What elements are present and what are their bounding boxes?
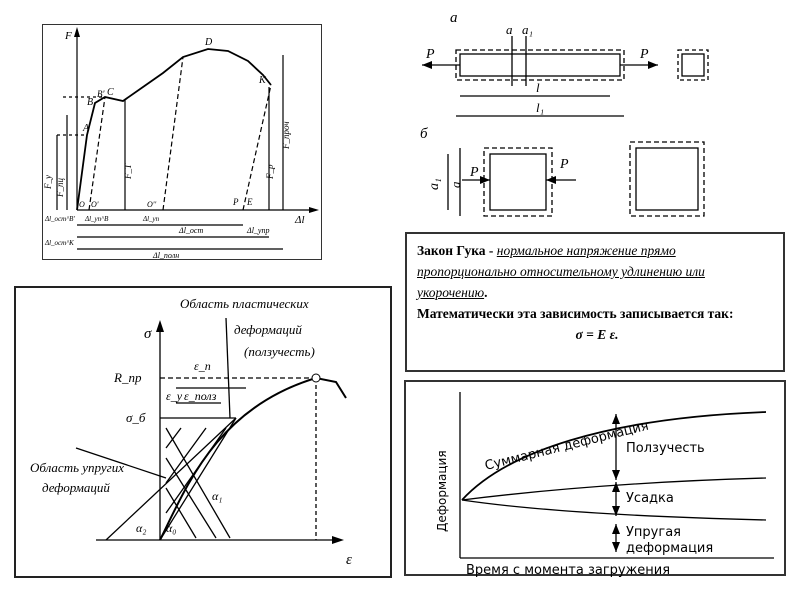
- hooke-law-text: Закон Гука - нормальное напряжение прямо…: [417, 240, 777, 345]
- dim-l1: l₁: [536, 100, 544, 115]
- label-dl-upr: Δl_упр: [246, 226, 269, 235]
- force-right-arrow-icon: [648, 61, 658, 69]
- label-fp: F_p: [265, 164, 275, 180]
- elastic-label-1: Упругая: [626, 525, 681, 540]
- label-dl-ost-k: Δl_ост^K: [44, 239, 74, 247]
- bar-deformation-diagram: а б P P a a₁ l l₁ a₁ a P P: [420, 10, 709, 217]
- label-dl-ost-b: Δl_ост^B': [44, 215, 75, 223]
- alpha1-label: α₁: [212, 489, 222, 503]
- point-o1: O': [91, 200, 99, 209]
- sigma-label: σ: [144, 326, 152, 342]
- force-label-left: P: [425, 47, 435, 62]
- label-dl-poln: Δl_полн: [152, 251, 179, 260]
- point-o2: O'': [147, 200, 156, 209]
- y-axis-label: Деформация: [435, 450, 449, 532]
- bar-deformation-panel: а б P P a a₁ l l₁ a₁ a P P: [400, 6, 792, 226]
- tensile-diagram: F Δl D K A B B' C P E O O' O'' F_y F_пц …: [43, 27, 319, 260]
- label-ft: F_T: [123, 163, 133, 180]
- sigma-b-label: σ_б: [126, 410, 146, 425]
- point-k: K: [258, 75, 267, 86]
- elastic-title: Область упругих: [30, 460, 124, 475]
- rpr-label: R_пр: [113, 370, 142, 385]
- hooke-body: Математически эта зависимость записывает…: [417, 306, 734, 321]
- force-compress-right-arrow-icon: [546, 176, 556, 184]
- sigma-arrow-icon: [156, 320, 164, 332]
- eps-p-label: ε_п: [194, 359, 211, 373]
- eps-label: ε: [346, 552, 352, 568]
- shrink-up-arrow-icon: [612, 482, 620, 492]
- eps-arrow-icon: [332, 536, 344, 544]
- plastic-title-2: деформаций: [234, 322, 302, 337]
- x-axis-label: Время с момента загружения: [466, 563, 670, 578]
- label-fproch: F_проч: [281, 121, 291, 150]
- dim-l: l: [536, 80, 540, 95]
- alpha0-label: α₀: [166, 521, 176, 535]
- plastic-title-3: (ползучесть): [244, 344, 315, 359]
- force-compress-left-arrow-icon: [480, 176, 490, 184]
- dim-a-left: a: [448, 181, 463, 188]
- axis-dl-label: Δl: [294, 214, 305, 226]
- elastic-up-arrow-icon: [612, 524, 620, 534]
- dim-a1-top: a₁: [522, 22, 533, 37]
- deformation-time-diagram: Суммарная деформация Ползучесть Усадка У…: [435, 392, 774, 578]
- x-arrow-icon: [309, 207, 319, 213]
- axis-f-label: F: [64, 30, 72, 42]
- alpha2-label: α₂: [136, 521, 146, 535]
- label-dl-up2: Δl_уп: [142, 215, 160, 223]
- creep-up-arrow-icon: [612, 414, 620, 424]
- label-fy: F_y: [43, 175, 53, 190]
- elastic-down-arrow-icon: [612, 542, 620, 552]
- force-left-arrow-icon: [422, 61, 432, 69]
- point-b: B: [87, 97, 93, 108]
- point-d: D: [204, 37, 213, 48]
- force-compress-label-right: P: [559, 157, 569, 172]
- point-a: A: [82, 123, 90, 134]
- hooke-title: Закон Гука -: [417, 243, 497, 258]
- point-b1: B': [97, 89, 105, 99]
- eps-y-label: ε_у: [166, 389, 183, 403]
- label-b: б: [420, 126, 428, 142]
- hooke-law-panel: Закон Гука - нормальное напряжение прямо…: [405, 232, 785, 372]
- y-arrow-icon: [74, 27, 80, 37]
- point-p: P: [232, 197, 239, 207]
- stress-strain-panel: Область пластических деформаций (ползуче…: [14, 286, 392, 578]
- peak-point: [311, 373, 321, 383]
- label-dl-up: Δl_уп^B: [84, 215, 109, 223]
- dim-a1-left: a₁: [427, 178, 442, 190]
- shrink-down-arrow-icon: [612, 506, 620, 516]
- deformation-time-panel: Суммарная деформация Ползучесть Усадка У…: [404, 380, 786, 578]
- point-o: O: [79, 200, 85, 209]
- elastic-label-2: деформация: [626, 541, 713, 556]
- point-c: C: [107, 87, 114, 98]
- stress-strain-diagram: Область пластических деформаций (ползуче…: [30, 296, 352, 568]
- eps-polz-label: ε_полз: [184, 389, 217, 403]
- label-a: а: [450, 10, 458, 26]
- creep-label: Ползучесть: [626, 441, 705, 456]
- label-dl-ost: Δl_ост: [178, 226, 203, 235]
- force-label-right: P: [639, 47, 649, 62]
- force-compress-label-left: P: [469, 165, 479, 180]
- label-fpc: F_пц: [55, 178, 65, 198]
- point-e: E: [246, 197, 253, 207]
- shrink-label: Усадка: [626, 491, 674, 506]
- tensile-diagram-panel: F Δl D K A B B' C P E O O' O'' F_y F_пц …: [42, 24, 322, 260]
- hooke-formula: σ = E ε.: [575, 327, 619, 342]
- hooke-dot: .: [484, 285, 488, 300]
- creep-down-arrow-icon: [612, 470, 620, 480]
- hooke-definition: нормальное напряжение прямо пропорционал…: [417, 243, 705, 300]
- plastic-title: Область пластических: [180, 296, 309, 311]
- dim-a-top: a: [506, 22, 513, 37]
- elastic-title-2: деформаций: [42, 480, 110, 495]
